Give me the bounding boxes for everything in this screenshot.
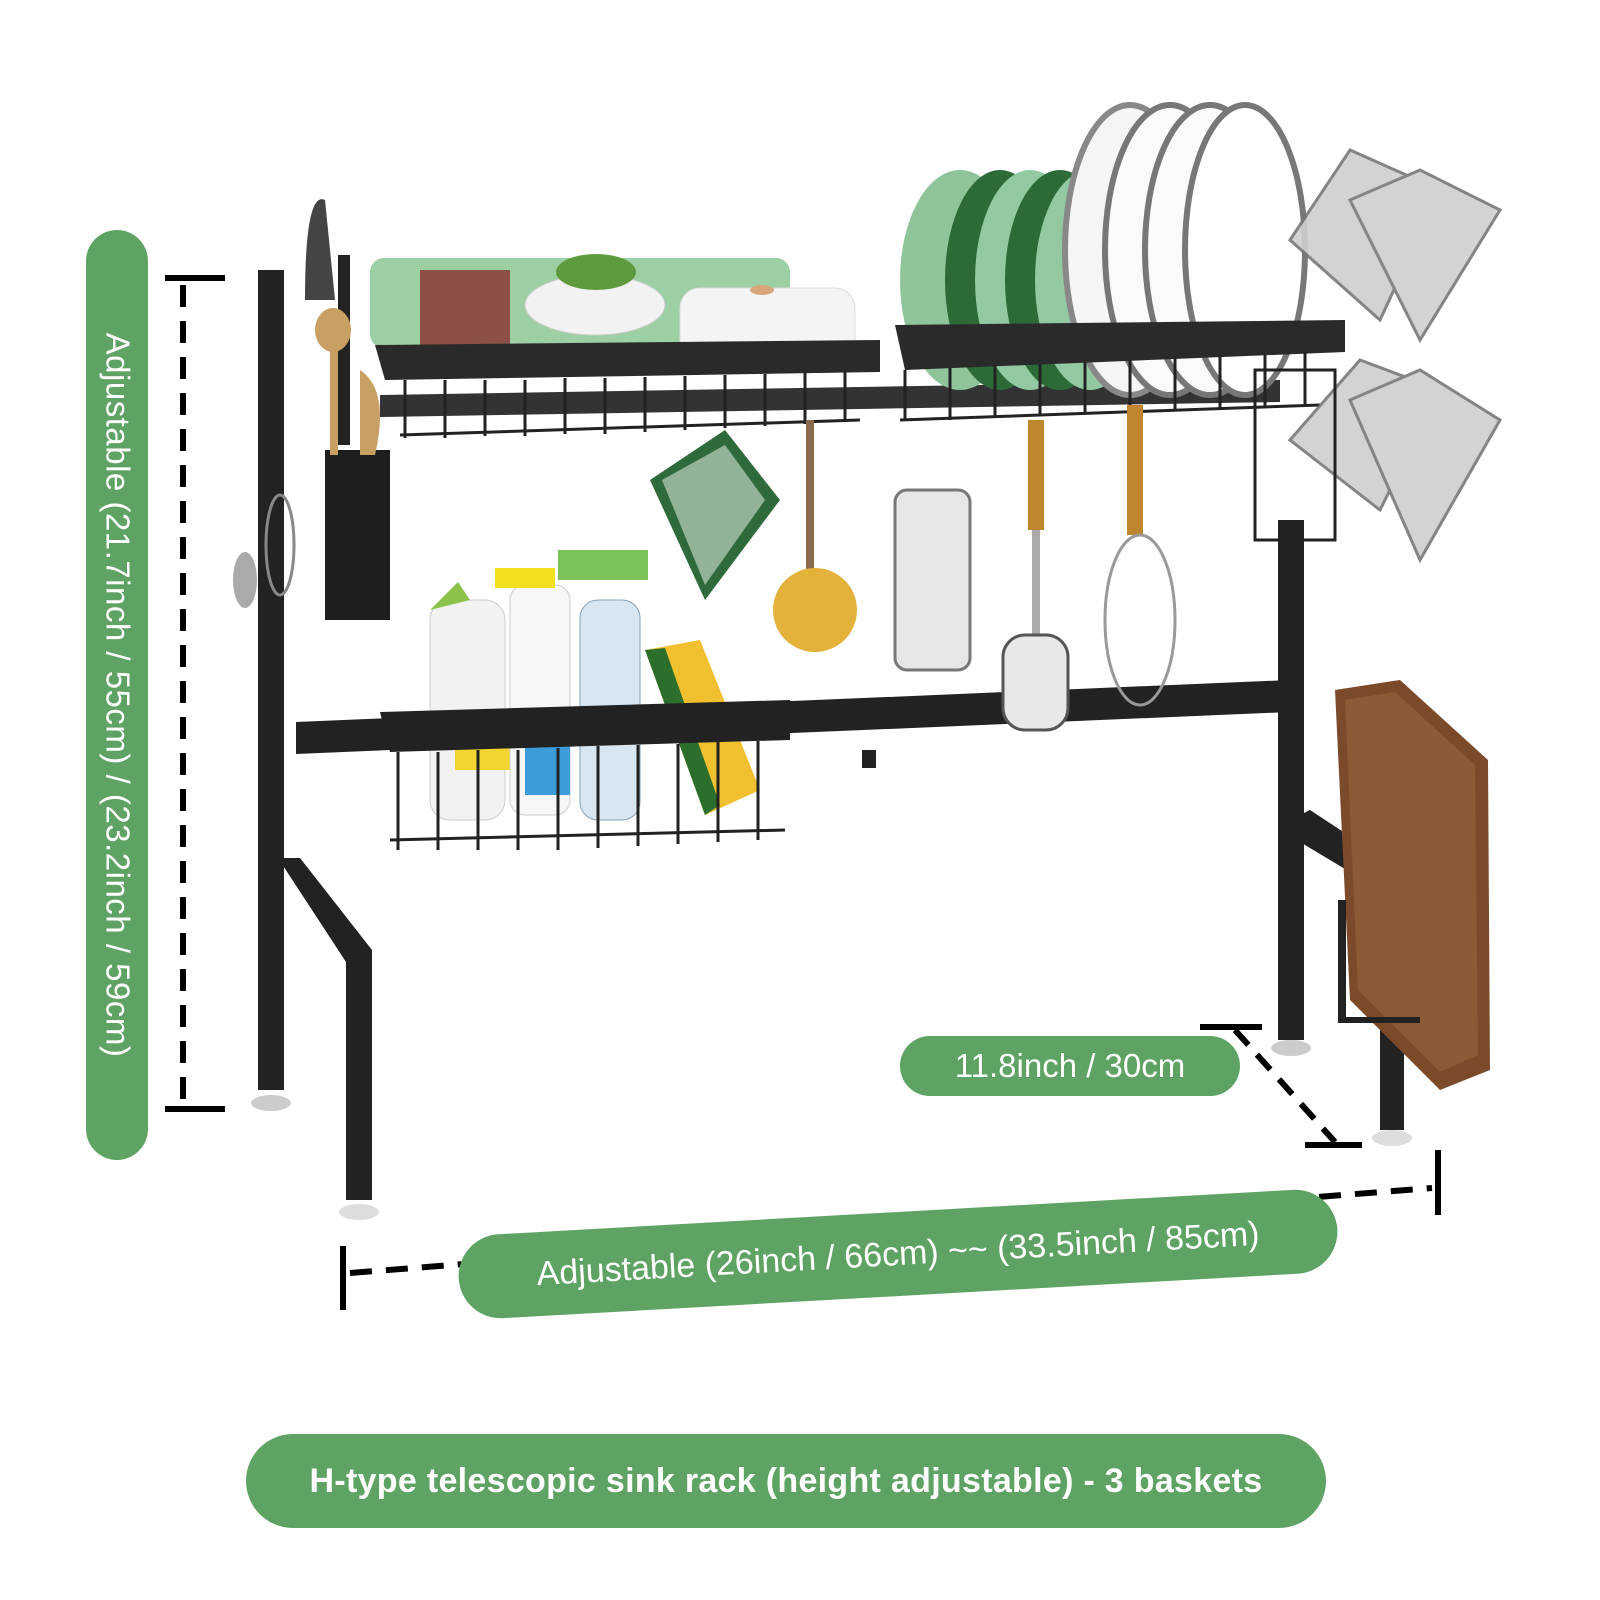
depth-dimension-badge: 11.8inch / 30cm [900, 1036, 1240, 1096]
hanging-tools [650, 405, 1177, 732]
bottom-basket [380, 550, 790, 850]
product-title-banner: H-type telescopic sink rack (height adju… [246, 1434, 1326, 1528]
product-title: H-type telescopic sink rack (height adju… [309, 1461, 1263, 1500]
cup-holder [1253, 368, 1337, 542]
top-right-basket [895, 102, 1345, 422]
grater [893, 488, 972, 672]
top-left-basket [370, 254, 880, 438]
spatula [1001, 420, 1070, 732]
whisk [1103, 405, 1177, 707]
left-side-holder [233, 199, 390, 620]
cutting-board [1335, 680, 1490, 1090]
height-dimension-line [165, 275, 225, 1112]
pot-holder [650, 430, 780, 600]
glass-cups [1287, 148, 1503, 564]
height-dimension-label: Adjustable (21.7inch / 55cm) / (23.2inch… [99, 332, 137, 1058]
scrub-brush [773, 420, 857, 652]
width-dimension-label: Adjustable (26inch / 66cm) ~~ (33.5inch … [535, 1214, 1261, 1293]
depth-dimension-line [1200, 1024, 1362, 1148]
depth-dimension-label: 11.8inch / 30cm [954, 1047, 1186, 1084]
height-dimension-badge: Adjustable (21.7inch / 55cm) / (23.2inch… [86, 230, 148, 1160]
